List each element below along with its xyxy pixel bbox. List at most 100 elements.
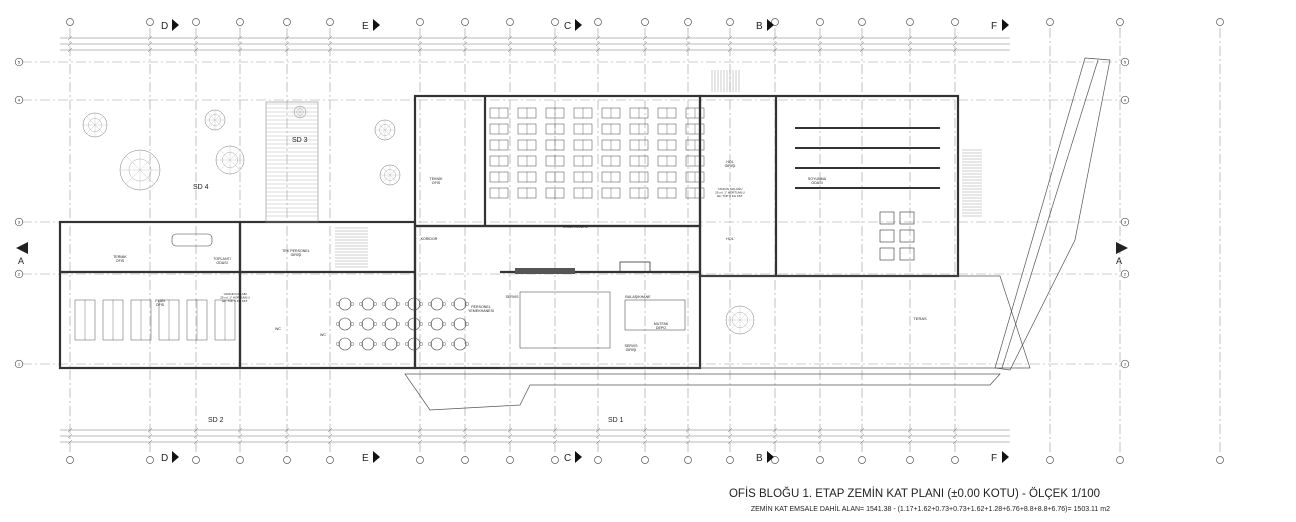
row-bubble-label: 4 xyxy=(1124,98,1127,103)
dimension-tick xyxy=(952,433,958,439)
section-marker-label: B xyxy=(756,21,763,32)
grid-bubble-top xyxy=(1046,18,1054,26)
section-marker-arrow xyxy=(373,19,380,31)
dimension-tick xyxy=(417,41,423,47)
dimension-tick xyxy=(462,41,468,47)
tree-branch xyxy=(739,319,751,331)
row-bubble-right xyxy=(1120,57,1130,67)
wc-cubicle xyxy=(899,229,915,243)
dimension-tick xyxy=(552,35,558,41)
grid-bubble-top xyxy=(641,18,649,26)
tree-branch xyxy=(139,155,155,171)
dimension-tick xyxy=(685,41,691,47)
tree-branch xyxy=(299,111,305,117)
row-bubble-right xyxy=(1120,95,1130,105)
dimension-tick xyxy=(772,47,778,53)
grid-bubble-top xyxy=(858,18,866,26)
dimension-tick xyxy=(685,427,691,433)
grid-bubble-bottom xyxy=(66,456,74,464)
stair-labels: SD 3 SD 4 SD 2 SD 1 xyxy=(193,137,624,424)
dimension-tick xyxy=(417,433,423,439)
dimension-tick xyxy=(237,47,243,53)
dimension-tick xyxy=(237,433,243,439)
row-bubble-right xyxy=(1120,269,1130,279)
grid-bubble-top xyxy=(326,18,334,26)
grid-bubble-top xyxy=(726,18,734,26)
chair xyxy=(382,342,387,347)
dimension-tick xyxy=(417,47,423,53)
dimension-tick xyxy=(507,35,513,41)
section-a-right-label: A xyxy=(1116,256,1122,266)
dimension-tick xyxy=(507,47,513,53)
dimension-tick xyxy=(193,427,199,433)
grid-bubble-bottom xyxy=(1116,456,1124,464)
chair xyxy=(442,322,447,327)
dimension-tick xyxy=(67,433,73,439)
dimension-tick xyxy=(727,47,733,53)
dimension-tick xyxy=(507,433,513,439)
section-a-right: A xyxy=(1116,242,1128,266)
row-bubble-left xyxy=(14,217,24,227)
dimension-tick xyxy=(907,427,913,433)
tree-branch xyxy=(299,107,305,113)
tree-branch xyxy=(86,116,96,126)
section-marker-arrow xyxy=(172,451,179,463)
kitchen-equipment xyxy=(619,261,651,273)
chair xyxy=(428,342,433,347)
round-table xyxy=(338,317,352,331)
tree-branch xyxy=(377,129,386,138)
dimension-tick xyxy=(462,439,468,445)
dimension-tick xyxy=(147,427,153,433)
dimension-tick xyxy=(952,439,958,445)
row-bubble-left xyxy=(14,359,24,369)
grid-bubble-bottom xyxy=(816,456,824,464)
grid-bubble-top xyxy=(771,18,779,26)
room-label-servis: SERVİS xyxy=(505,294,519,299)
tree-branch xyxy=(207,112,216,121)
round-table xyxy=(338,337,352,351)
chair xyxy=(396,302,401,307)
courtyard-hatch xyxy=(265,70,982,268)
dimension-tick xyxy=(642,433,648,439)
tree-branch xyxy=(94,116,104,126)
dimension-tick xyxy=(952,427,958,433)
dimension-tick xyxy=(327,41,333,47)
dimension-tick xyxy=(595,439,601,445)
grid-bubble-bottom xyxy=(1046,456,1054,464)
wc-cubicle xyxy=(899,247,915,261)
dimension-tick xyxy=(907,439,913,445)
row-bubble-label: 3 xyxy=(1124,220,1127,225)
room-label-yemekhanesi: YEMEKHANESİ xyxy=(562,224,588,229)
room-label-wc-1: WC xyxy=(275,327,281,331)
dimension-tick xyxy=(772,41,778,47)
round-table xyxy=(384,297,398,311)
grid-bubble-top xyxy=(506,18,514,26)
dimension-lines xyxy=(60,35,1010,445)
section-marker-arrow xyxy=(767,451,774,463)
dimension-tick xyxy=(772,427,778,433)
room-label-wc-2: WC xyxy=(320,333,326,337)
grid-bubble-bottom xyxy=(1216,456,1224,464)
tree-branch xyxy=(382,174,391,183)
dimension-tick xyxy=(952,41,958,47)
chair xyxy=(442,302,447,307)
tree-branch xyxy=(295,111,301,117)
chair xyxy=(396,342,401,347)
dimension-tick xyxy=(595,35,601,41)
dimension-tick xyxy=(67,41,73,47)
dimension-tick xyxy=(552,427,558,433)
dimension-tick xyxy=(552,47,558,53)
row-bubble-label: 2 xyxy=(1124,272,1127,277)
dimension-tick xyxy=(417,439,423,445)
tree-branch xyxy=(229,159,241,171)
wc-cubicle xyxy=(879,211,895,225)
round-table xyxy=(430,337,444,351)
dimension-tick xyxy=(642,427,648,433)
tree-branch xyxy=(214,119,223,128)
